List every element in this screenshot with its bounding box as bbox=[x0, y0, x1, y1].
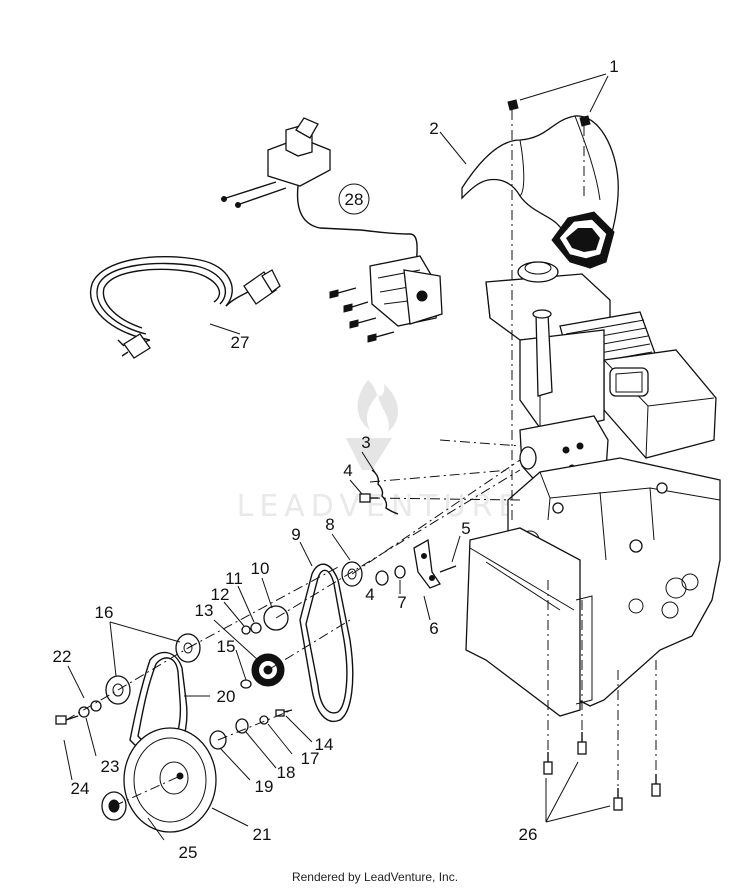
callouts: 1 2 3 4 4 5 6 7 8 9 10 11 12 13 14 15 16… bbox=[53, 57, 619, 862]
callout-27: 27 bbox=[231, 333, 250, 352]
watermark-text: LEADVENTURE bbox=[237, 489, 524, 524]
callout-9: 9 bbox=[291, 525, 300, 544]
callout-10: 10 bbox=[251, 559, 270, 578]
callout-25: 25 bbox=[179, 843, 198, 862]
callout-18: 18 bbox=[277, 763, 296, 782]
callout-3: 3 bbox=[361, 433, 370, 452]
center-lines bbox=[65, 110, 657, 807]
electric-starter-assembly bbox=[89, 117, 443, 359]
callout-23: 23 bbox=[101, 757, 120, 776]
engine-assembly bbox=[461, 115, 721, 717]
callout-21: 21 bbox=[253, 825, 272, 844]
callout-6: 6 bbox=[429, 619, 438, 638]
callout-2: 2 bbox=[429, 119, 438, 138]
callout-4a: 4 bbox=[343, 461, 352, 480]
callout-11: 11 bbox=[225, 569, 243, 588]
callout-8: 8 bbox=[325, 515, 334, 534]
callout-1: 1 bbox=[609, 57, 618, 76]
callout-14: 14 bbox=[315, 735, 334, 754]
watermark: LEADVENTURE bbox=[237, 380, 524, 524]
leader-lines bbox=[63, 73, 611, 841]
callout-4b: 4 bbox=[365, 585, 374, 604]
callout-16: 16 bbox=[95, 603, 114, 622]
callout-20: 20 bbox=[217, 687, 236, 706]
callout-26: 26 bbox=[519, 825, 538, 844]
callout-5: 5 bbox=[461, 519, 470, 538]
callout-22: 22 bbox=[53, 647, 72, 666]
callout-28-circle bbox=[338, 183, 370, 215]
callout-12: 12 bbox=[211, 585, 230, 604]
callout-15: 15 bbox=[217, 637, 236, 656]
callout-24: 24 bbox=[71, 779, 90, 798]
callout-28: 28 bbox=[345, 190, 364, 209]
callout-7: 7 bbox=[397, 593, 406, 612]
callout-19: 19 bbox=[255, 777, 274, 796]
callout-13: 13 bbox=[195, 601, 214, 620]
callout-17: 17 bbox=[301, 749, 320, 768]
footer-credit: Rendered by LeadVenture, Inc. bbox=[291, 870, 459, 884]
